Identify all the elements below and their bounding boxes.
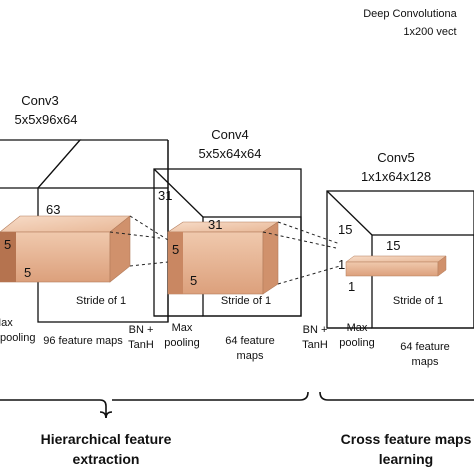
conv4-kernel-h: 5 [172, 242, 180, 257]
hierarchical-brace [0, 391, 309, 419]
hierarchical-feature-extraction-label: Hierarchical feature extraction [40, 431, 172, 467]
conv5-title: Conv5 [377, 150, 415, 165]
conv4-bn-tanh: BN + TanH [128, 324, 154, 352]
conv4-depth-label: 31 [158, 188, 173, 203]
conv5-pooling: Max pooling [339, 322, 375, 350]
conv3-kernel-h: 5 [4, 237, 12, 252]
cross-feature-brace [319, 391, 474, 401]
conv4-inner-depth-label: 31 [208, 217, 223, 232]
conv5-shape: 1x1x64x128 [360, 169, 432, 184]
conv3-depth-label: 63 [46, 202, 61, 217]
conv4-pooling: Max pooling [164, 322, 200, 350]
header-line-1: Deep Convolutiona [363, 8, 457, 20]
conv3-pooling: Max pooling [0, 317, 36, 345]
conv4-shape: 5x5x64x64 [198, 146, 262, 161]
conv4-kernel-w: 5 [190, 273, 198, 288]
conv4-title: Conv4 [211, 127, 249, 142]
conv5-inner-depth-label: 15 [386, 238, 401, 253]
conv3-stride: Stride of 1 [76, 295, 127, 307]
conv4-stride: Stride of 1 [220, 295, 272, 307]
conv5-kernel-h: 1 [338, 257, 346, 272]
conv5-stride: Stride of 1 [392, 295, 444, 307]
header-line-2: 1x200 vect [403, 26, 457, 38]
conv4-to-conv5-projection [262, 221, 341, 285]
conv4-feature-maps: 64 feature maps [225, 335, 275, 363]
conv3-kernel [0, 215, 131, 283]
conv5-depth-label: 15 [338, 222, 353, 237]
cross-feature-maps-learning-label: Cross feature maps learning [340, 431, 472, 467]
conv3-kernel-w: 5 [24, 265, 32, 280]
conv3-feature-maps: 96 feature maps [43, 335, 123, 347]
conv5-feature-maps: 64 feature maps [400, 341, 450, 369]
conv5-kernel-w: 1 [348, 279, 356, 294]
conv3-shape: 5x5x96x64 [14, 112, 78, 127]
conv5-cuboid [326, 190, 474, 329]
conv4-kernel [167, 221, 279, 295]
conv3-title: Conv3 [21, 93, 59, 108]
conv5-bn-tanh: BN + TanH [302, 324, 328, 352]
conv5-kernel [345, 255, 447, 277]
conv3-to-conv4-projection [109, 215, 169, 267]
